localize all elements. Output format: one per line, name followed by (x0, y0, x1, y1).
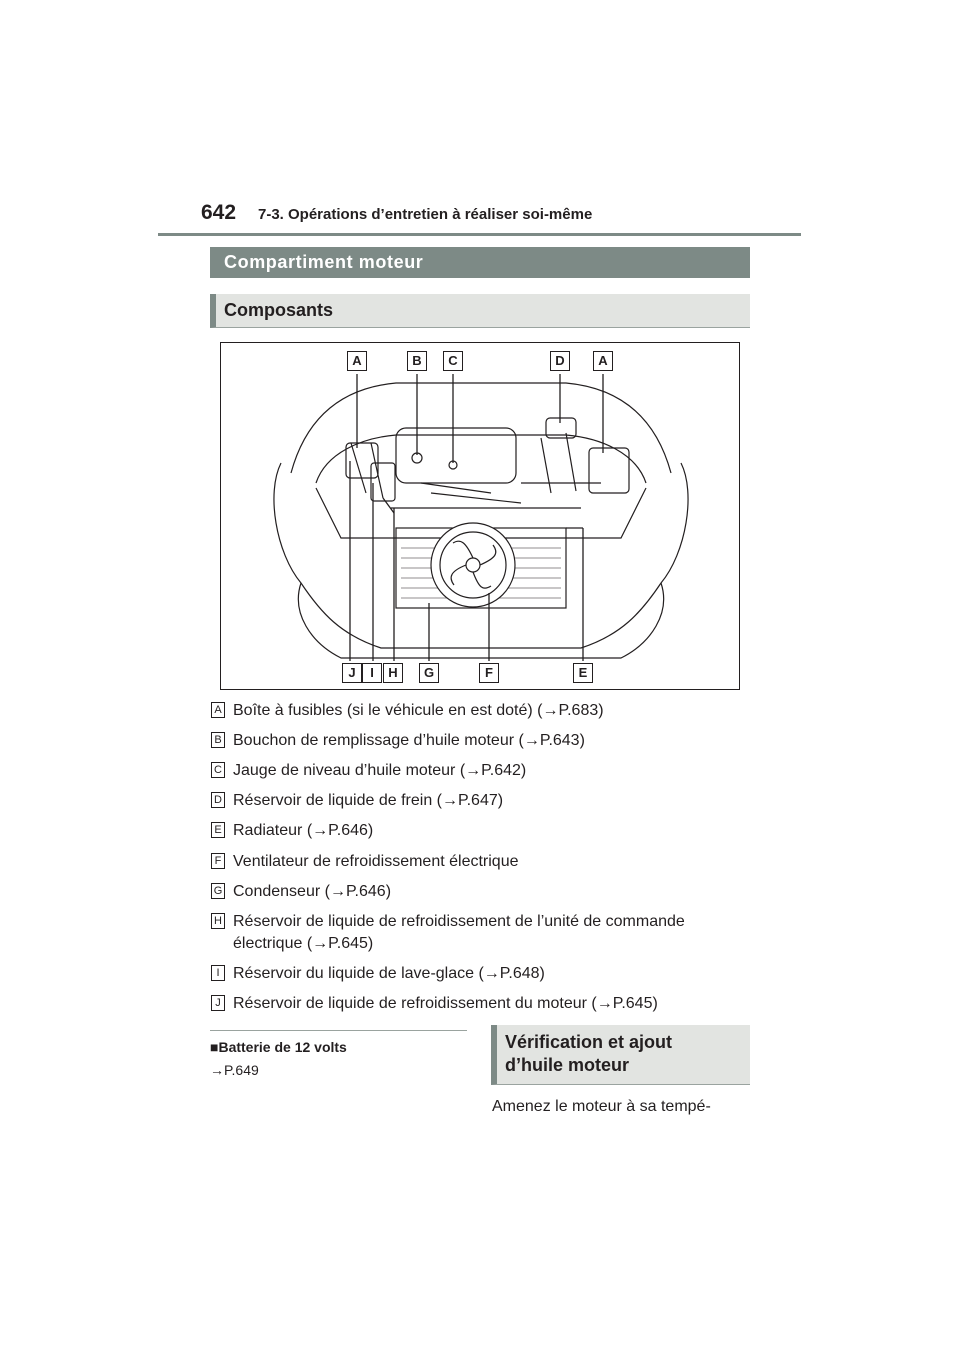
letter-box: I (211, 965, 225, 981)
components-title: Composants (224, 300, 334, 320)
letter-box: J (211, 995, 225, 1011)
component-text: Boîte à fusibles (si le véhicule en est … (233, 702, 604, 719)
letter-box: B (211, 732, 225, 748)
component-text: Réservoir de liquide de refroidissement … (233, 913, 685, 952)
component-text: Réservoir du liquide de lave-glace (→P.6… (233, 965, 545, 982)
battery-heading: ■Batterie de 12 volts (210, 1039, 347, 1055)
letter-box: D (211, 792, 225, 808)
fuse-box-right (588, 447, 630, 494)
components-subheading: Composants (210, 294, 750, 328)
oil-check-text: Amenez le moteur à sa tempé- (492, 1098, 711, 1115)
component-text: Réservoir de liquide de refroidissement … (233, 995, 658, 1012)
letter-box: A (211, 702, 225, 718)
callout-a-left: A (347, 351, 367, 371)
battery-divider (210, 1030, 467, 1031)
component-text: Condenseur (→P.646) (233, 883, 392, 900)
callout-e: E (573, 663, 593, 683)
component-text: Ventilateur de refroidissement électriqu… (233, 853, 519, 870)
callout-i: I (362, 663, 382, 683)
callout-b: B (407, 351, 427, 371)
letter-box: F (211, 853, 225, 869)
letter-box: H (211, 913, 225, 929)
callout-c: C (443, 351, 463, 371)
callout-d: D (550, 351, 570, 371)
callout-g: G (419, 663, 439, 683)
letter-box: E (211, 822, 225, 838)
component-text: Jauge de niveau d’huile moteur (→P.642) (233, 762, 527, 779)
section-title: Compartiment moteur (224, 252, 424, 272)
callout-j: J (342, 663, 362, 683)
section-bar: Compartiment moteur (210, 247, 750, 278)
engine-compartment-figure: A B C D A J I H G F E (220, 342, 740, 690)
callout-f: F (479, 663, 499, 683)
chapter-title: 7-3. Opérations d’entretien à réaliser s… (258, 206, 593, 223)
letter-box: C (211, 762, 225, 778)
engine-illustration (273, 374, 689, 661)
page-number: 642 (201, 201, 237, 224)
callout-a-right: A (593, 351, 613, 371)
battery-page-ref: →P.649 (210, 1062, 259, 1078)
component-text: Radiateur (→P.646) (233, 822, 374, 839)
fuse-box-left (345, 442, 379, 479)
oil-check-subheading: Vérification et ajout d’huile moteur (491, 1025, 750, 1085)
letter-box: G (211, 883, 225, 899)
component-text: Bouchon de remplissage d’huile moteur (→… (233, 732, 585, 749)
header-rule (158, 233, 801, 236)
oil-check-title: Vérification et ajout d’huile moteur (505, 1032, 673, 1075)
callout-h: H (383, 663, 403, 683)
component-text: Réservoir de liquide de frein (→P.647) (233, 792, 504, 809)
